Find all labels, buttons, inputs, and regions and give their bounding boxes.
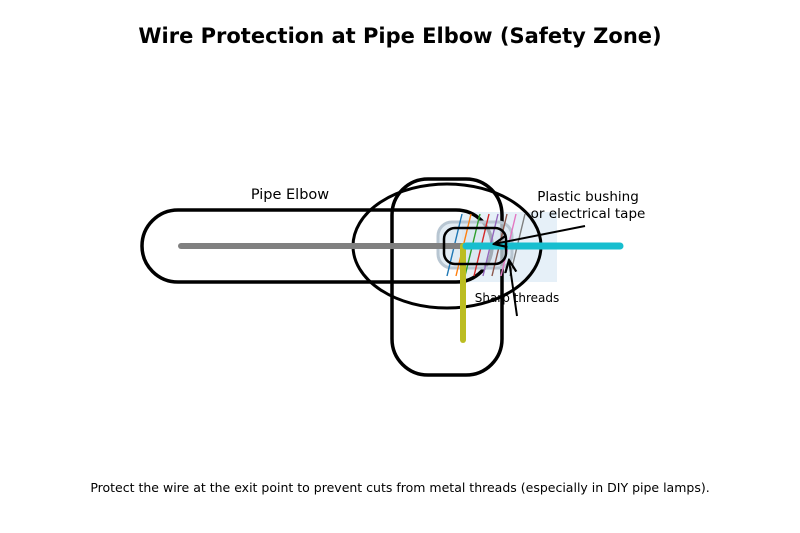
- diagram-caption: Protect the wire at the exit point to pr…: [90, 480, 710, 495]
- bushing-label-line2: or electrical tape: [531, 206, 646, 222]
- bushing-label-line1: Plastic bushing: [537, 189, 639, 205]
- pipe-elbow-label: Pipe Elbow: [251, 187, 329, 203]
- threads-arrow: [509, 260, 518, 317]
- bushing-arrow: [494, 225, 586, 244]
- threads-label: Sharp threads: [475, 291, 560, 305]
- vertical-pipe: [390, 177, 504, 377]
- diagram-title: Wire Protection at Pipe Elbow (Safety Zo…: [138, 24, 662, 48]
